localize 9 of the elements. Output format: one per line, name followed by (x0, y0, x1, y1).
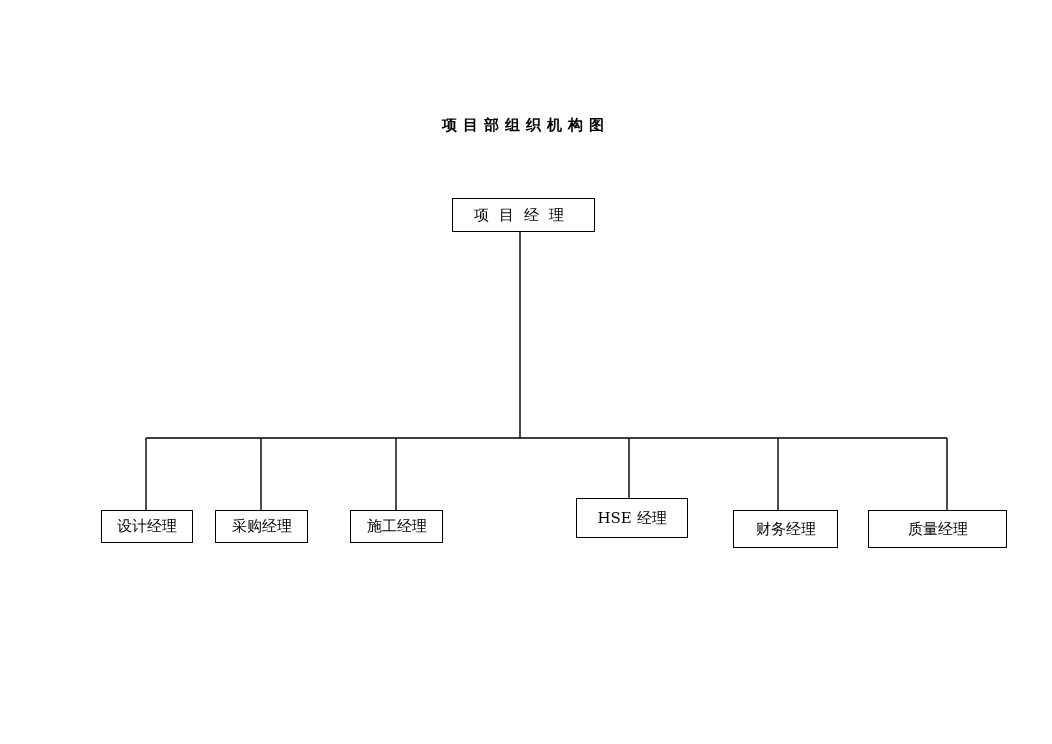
role-box: 财务经理 (733, 510, 838, 548)
role-box: HSE 经理 (576, 498, 688, 538)
role-box: 采购经理 (215, 510, 308, 543)
diagram-title: 项目部组织机构图 (441, 116, 611, 135)
connector-line (145, 231, 948, 511)
role-box: 设计经理 (101, 510, 193, 543)
role-box: 项目经理 (452, 198, 595, 232)
role-box: 质量经理 (868, 510, 1007, 548)
role-box: 施工经理 (350, 510, 443, 543)
